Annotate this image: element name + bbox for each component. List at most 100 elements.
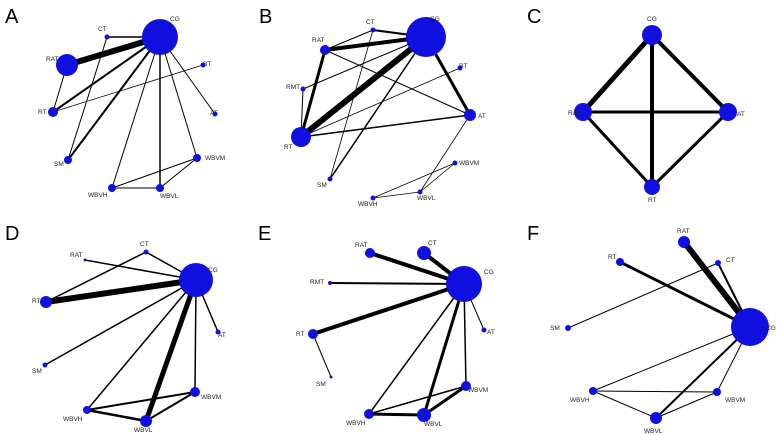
node-label-a-bt: BT bbox=[203, 61, 211, 68]
node-b-wbvm bbox=[452, 160, 458, 166]
node-label-a-wbvl: WBVL bbox=[160, 193, 179, 200]
node-label-a-at: AT bbox=[210, 110, 218, 117]
edge-group-b bbox=[298, 29, 472, 199]
node-b-rat bbox=[320, 45, 330, 55]
node-d-at bbox=[215, 329, 221, 335]
node-a-ct bbox=[104, 34, 110, 40]
node-a-wbvh bbox=[108, 184, 116, 192]
node-label-b-ct: CT bbox=[366, 19, 375, 26]
node-f-cg bbox=[731, 308, 769, 346]
edge-a-cg-sm bbox=[67, 36, 161, 161]
edge-d-wbvh-wbvl bbox=[85, 408, 148, 423]
node-label-a-rt: RT bbox=[38, 109, 47, 116]
panel-letter-b: B bbox=[259, 6, 272, 28]
node-label-d-rt: RT bbox=[32, 298, 41, 305]
node-label-a-wbvh: WBVH bbox=[88, 192, 108, 199]
node-e-rmt bbox=[328, 281, 332, 285]
edge-e-wbvh-wbvl bbox=[367, 412, 426, 417]
node-b-rt bbox=[291, 127, 311, 147]
node-label-d-cg: CG bbox=[208, 267, 218, 274]
node-c-rt bbox=[644, 179, 660, 195]
edge-e-rt-sm bbox=[312, 333, 332, 378]
node-e-wbvh bbox=[364, 409, 374, 419]
node-f-wbvm bbox=[713, 388, 721, 396]
edge-f-cg-wbvl bbox=[655, 326, 751, 419]
edge-b-wbvh-wbvm bbox=[372, 162, 456, 199]
node-label-d-wbvh: WBVH bbox=[63, 416, 83, 423]
node-b-wbvl bbox=[417, 189, 423, 195]
node-label-d-at: AT bbox=[218, 332, 226, 339]
node-label-b-cg: CG bbox=[430, 16, 440, 23]
edge-a-cg-rt bbox=[52, 36, 161, 113]
edge-c-cg-rat bbox=[580, 32, 655, 115]
node-label-e-rmt: RMT bbox=[310, 279, 324, 286]
edge-d-ct-rt bbox=[45, 251, 147, 303]
node-label-d-wbvl: WBVL bbox=[134, 427, 153, 434]
edge-b-cg-rt bbox=[298, 34, 429, 140]
edge-b-wbvh-wbvl bbox=[372, 191, 421, 199]
node-e-rat bbox=[365, 248, 375, 258]
edge-b-rat-rt bbox=[299, 48, 327, 139]
edge-c-at-rt bbox=[650, 110, 730, 189]
node-a-rat bbox=[56, 54, 78, 76]
node-b-sm bbox=[327, 176, 333, 182]
node-label-c-rt: RT bbox=[648, 197, 657, 204]
node-d-sm bbox=[42, 362, 48, 368]
node-label-b-rat: RAT bbox=[312, 37, 325, 44]
node-label-b-wbvl: WBVL bbox=[417, 195, 436, 202]
node-b-at bbox=[464, 109, 476, 121]
edge-d-cg-wbvm bbox=[194, 279, 197, 393]
node-label-e-rat: RAT bbox=[355, 242, 368, 249]
node-f-rt bbox=[616, 258, 624, 266]
node-label-f-wbvh: WBVH bbox=[570, 397, 590, 404]
node-d-wbvh bbox=[83, 406, 91, 414]
edge-f-wbvh-wbvm bbox=[592, 390, 718, 393]
node-label-b-rmt: RMT bbox=[286, 84, 300, 91]
node-b-wbvh bbox=[370, 195, 376, 201]
node-b-rmt bbox=[300, 86, 306, 92]
edge-b-cg-sm bbox=[329, 36, 427, 180]
node-f-wbvl bbox=[650, 412, 662, 424]
node-d-cg bbox=[179, 263, 213, 297]
node-label-f-ct: CT bbox=[726, 257, 735, 264]
edge-b-wbvl-at bbox=[419, 114, 471, 193]
node-b-bt bbox=[457, 65, 463, 71]
edge-a-ct-sm bbox=[67, 36, 108, 161]
node-label-a-cg: CG bbox=[170, 16, 180, 23]
edge-b-ct-sm bbox=[329, 29, 374, 180]
node-a-sm bbox=[64, 156, 72, 164]
node-f-ct bbox=[715, 260, 721, 266]
edge-b-rt-at bbox=[300, 114, 471, 138]
panel-letter-e: E bbox=[258, 223, 271, 245]
node-label-f-rt: RT bbox=[608, 254, 617, 261]
node-b-cg bbox=[406, 17, 446, 57]
edge-e-cg-rmt bbox=[329, 282, 465, 285]
node-e-cg bbox=[446, 266, 482, 302]
node-label-c-at: AT bbox=[737, 111, 745, 118]
panel-letter-c: C bbox=[527, 6, 541, 28]
node-label-e-ct: CT bbox=[428, 240, 437, 247]
node-f-wbvh bbox=[589, 387, 597, 395]
edge-c-cg-at bbox=[650, 33, 730, 114]
edge-a-rt-bt bbox=[52, 64, 204, 113]
node-label-d-wbvm: WBVM bbox=[201, 394, 221, 401]
edge-d-cg-wbvh bbox=[86, 279, 197, 411]
node-label-b-wbvh: WBVH bbox=[358, 201, 378, 208]
node-label-a-rat: RAT bbox=[46, 56, 59, 63]
node-e-at bbox=[481, 327, 487, 333]
node-e-sm bbox=[329, 375, 333, 379]
node-label-e-at: AT bbox=[487, 329, 495, 336]
node-label-b-at: AT bbox=[478, 113, 486, 120]
edge-f-ct-sm bbox=[567, 262, 719, 329]
node-e-ct bbox=[417, 246, 431, 260]
node-label-c-rat: RAT bbox=[568, 110, 581, 117]
node-label-e-sm: SM bbox=[316, 381, 326, 388]
node-a-bt bbox=[200, 62, 206, 68]
edge-d-cg-wbvl bbox=[143, 277, 199, 424]
node-label-d-sm: SM bbox=[32, 368, 42, 375]
node-d-ct bbox=[143, 249, 149, 255]
